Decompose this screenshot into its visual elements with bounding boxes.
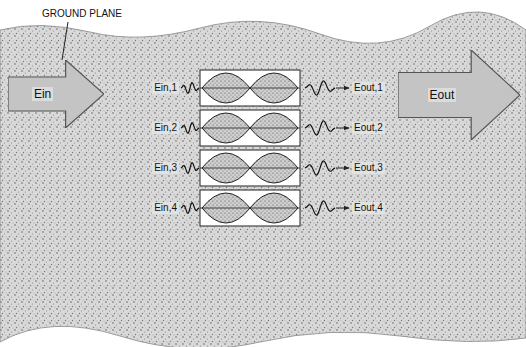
input-signal-label: Ein,3 [152,162,179,174]
input-wave [181,83,199,94]
signal-arrow: Ein [8,60,104,128]
output-arrow [336,128,349,129]
input-signal-label: Ein,4 [152,202,179,214]
output-arrow [336,168,349,169]
input-wave [181,163,199,174]
input-signal-label: Ein,1 [152,82,179,94]
ground-plane-label: GROUND PLANE [40,8,124,20]
element-frame [200,110,300,146]
output-wave [305,81,335,95]
element-frame [200,190,300,226]
lens-element [181,110,349,146]
arrow-label: Ein [32,87,53,101]
axis-line [200,128,300,129]
output-arrow [336,88,349,89]
lens-element [181,150,349,186]
output-wave [305,201,335,215]
arrow-shape [8,60,104,128]
lens-elements [181,70,349,226]
axis-line [200,168,300,169]
leader-line [62,22,68,60]
output-signal-label: Eout,3 [352,162,385,174]
output-signal-label: Eout,1 [352,82,385,94]
element-frame [200,70,300,106]
ground-plane [0,12,526,347]
signal-arrow: Eout [398,50,520,140]
axis-line [200,88,300,89]
arrow-label: Eout [428,88,457,102]
element-frame [200,150,300,186]
arrow-shape [398,50,520,140]
output-signal-label: Eout,4 [352,202,385,214]
lens-element [181,70,349,106]
output-wave [305,121,335,135]
input-wave [181,203,199,214]
lens-element [181,190,349,226]
output-wave [305,161,335,175]
axis-line [200,208,300,209]
input-signal-label: Ein,2 [152,122,179,134]
output-signal-label: Eout,2 [352,122,385,134]
input-wave [181,123,199,134]
output-arrow [336,208,349,209]
